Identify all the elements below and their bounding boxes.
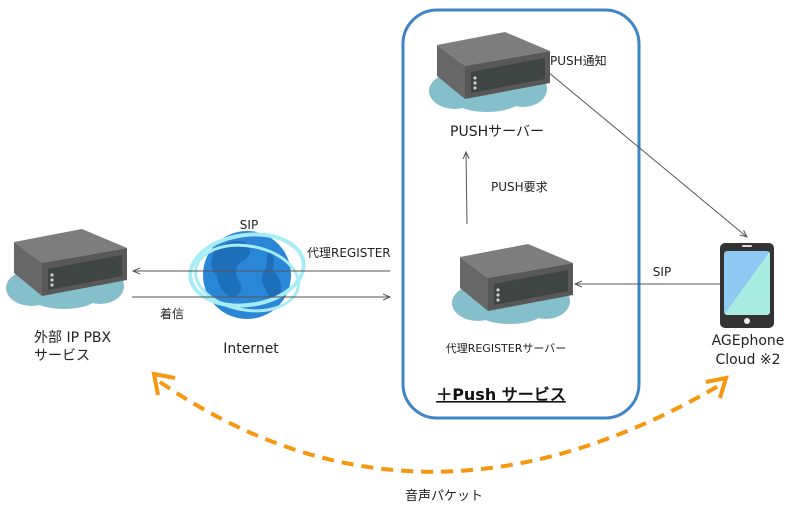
- pbx-server-icon: [6, 229, 127, 309]
- push-request-arrow: [466, 152, 467, 225]
- internet-label: Internet: [223, 341, 279, 357]
- voice-arrowhead-right: [705, 375, 729, 399]
- voice-packet-arrow: [158, 380, 722, 474]
- voice-arrowhead-left: [151, 371, 176, 396]
- push-server-icon: [429, 32, 550, 112]
- proxy-register-label: 代理REGISTER: [307, 246, 391, 260]
- incoming-label: 着信: [160, 306, 184, 321]
- internet-globe-icon: [188, 231, 306, 319]
- pbx-label-1: 外部 IP PBX: [34, 330, 112, 346]
- push-service-label: ＋Push サービス: [436, 385, 566, 404]
- push-service-group: [401, 8, 641, 420]
- smartphone-icon: [720, 243, 774, 328]
- sip-top-label: SIP: [240, 218, 258, 232]
- register-server-label: 代理REGISTERサーバー: [446, 342, 567, 355]
- pbx-label-2: サービス: [34, 348, 90, 364]
- push-notify-arrow: [547, 71, 747, 237]
- phone-label-2: Cloud ※2: [715, 352, 780, 368]
- phone-label-1: AGEphone: [712, 333, 785, 349]
- push-request-label: PUSH要求: [491, 180, 548, 194]
- sip-phone-label: SIP: [653, 265, 671, 279]
- push-notify-label: PUSH通知: [550, 54, 607, 68]
- register-server-icon: [452, 244, 573, 324]
- push-server-label: PUSHサーバー: [450, 124, 544, 140]
- voice-packets-label: 音声パケット: [405, 488, 483, 504]
